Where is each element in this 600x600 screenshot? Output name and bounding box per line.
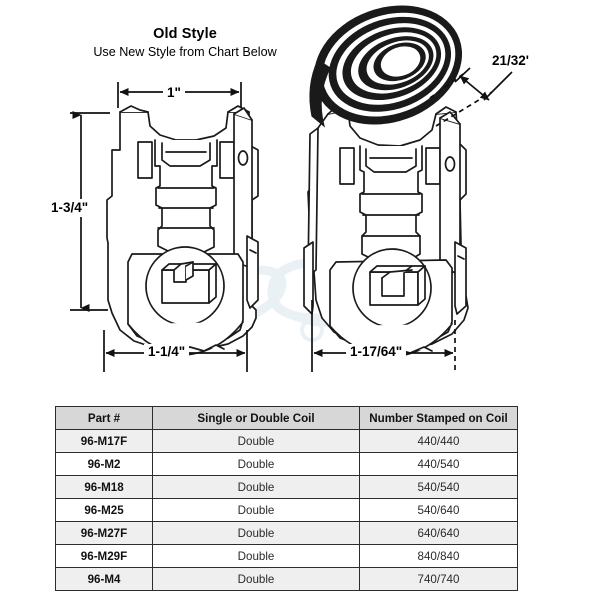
cell-part: 96-M17F (55, 429, 153, 453)
technical-diagram: Old Style Use New Style from Chart Below… (49, 5, 532, 372)
left-bracket-drawing (106, 105, 259, 356)
cell-number: 840/840 (359, 544, 518, 568)
cell-part: 96-M27F (55, 521, 153, 545)
cell-coil: Double (152, 475, 360, 499)
dim-line-coil-thickness (459, 75, 490, 101)
table-row: 96-M25 Double 540/640 (55, 498, 518, 522)
cell-number: 440/440 (359, 429, 518, 453)
cell-number: 640/640 (359, 521, 518, 545)
cell-coil: Double (152, 567, 360, 591)
table-header-part: Part # (55, 406, 153, 430)
dimension-label-width-top: 1" (163, 85, 185, 101)
coil-spring (309, 5, 463, 128)
table-row: 96-M4 Double 740/740 (55, 567, 518, 591)
cell-coil: Double (152, 452, 360, 476)
dimension-label-height-left: 1-3/4" (49, 199, 91, 217)
cell-part: 96-M18 (55, 475, 153, 499)
dimension-label-width-bottom-left: 1-1/4" (144, 344, 190, 360)
table-header-number: Number Stamped on Coil (359, 406, 518, 430)
cell-number: 740/740 (359, 567, 518, 591)
cell-number: 440/540 (359, 452, 518, 476)
cell-number: 540/540 (359, 475, 518, 499)
right-bracket-drawing (303, 106, 469, 358)
cell-part: 96-M29F (55, 544, 153, 568)
page-subtitle: Use New Style from Chart Below (93, 45, 277, 59)
parts-table-container: Part # Single or Double Coil Number Stam… (55, 406, 518, 591)
tick-coil-b (483, 71, 513, 101)
table-row: 96-M27F Double 640/640 (55, 521, 518, 545)
table-row: 96-M17F Double 440/440 (55, 429, 518, 453)
dimension-label-coil-thickness: 21/32' (489, 53, 532, 69)
table-row: 96-M2 Double 440/540 (55, 452, 518, 476)
cell-number: 540/640 (359, 498, 518, 522)
table-header-coil: Single or Double Coil (152, 406, 360, 430)
table-header-row: Part # Single or Double Coil Number Stam… (55, 406, 518, 430)
cell-coil: Double (152, 429, 360, 453)
cell-part: 96-M4 (55, 567, 153, 591)
parts-table: Part # Single or Double Coil Number Stam… (55, 406, 518, 591)
cell-part: 96-M2 (55, 452, 153, 476)
cell-coil: Double (152, 498, 360, 522)
table-row: 96-M29F Double 840/840 (55, 544, 518, 568)
cell-coil: Double (152, 544, 360, 568)
table-row: 96-M18 Double 540/540 (55, 475, 518, 499)
dimension-label-width-bottom-right: 1-17/64" (346, 344, 407, 360)
diagram-svg (70, 5, 513, 372)
tick-coil-a (454, 67, 471, 83)
cell-part: 96-M25 (55, 498, 153, 522)
page-title: Old Style (153, 26, 217, 42)
cell-coil: Double (152, 521, 360, 545)
